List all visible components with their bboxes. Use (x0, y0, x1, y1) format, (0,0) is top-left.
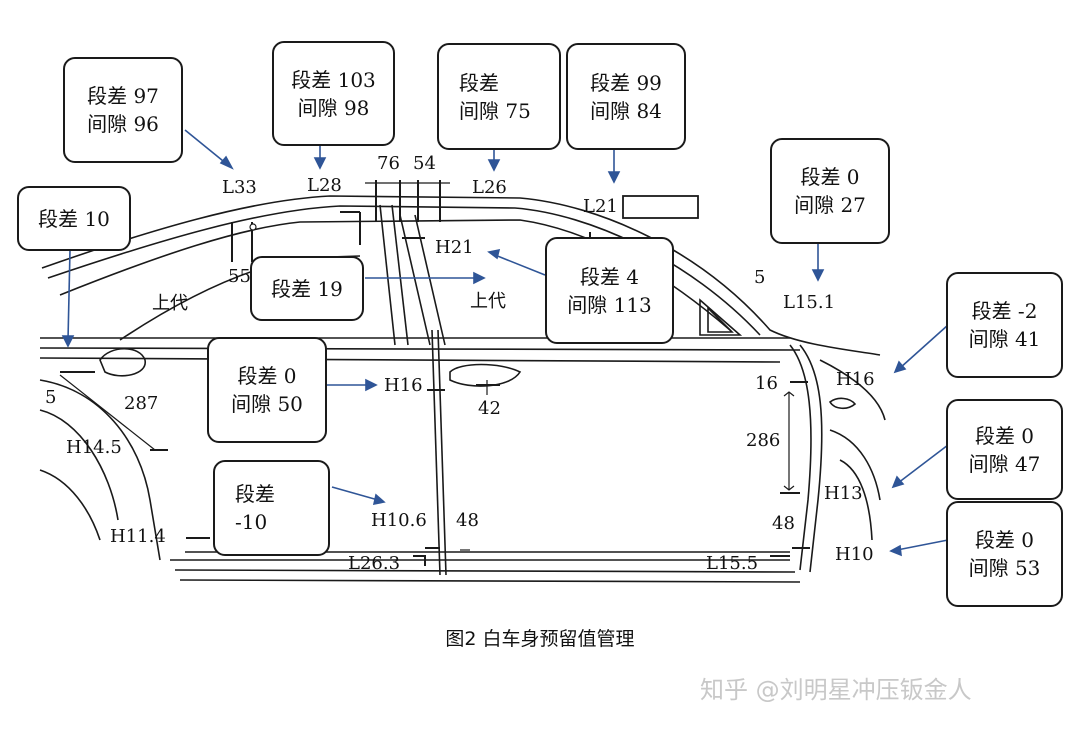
callout-box-gap47: 段差 0 间隙 47 (946, 399, 1063, 500)
callout-line2: 间隙 113 (567, 292, 652, 317)
label-shangdai-left: 上代 (152, 293, 188, 314)
callout-line2: 间隙 98 (297, 95, 370, 120)
callout-box-gap41: 段差 -2 间隙 41 (946, 272, 1063, 378)
callout-box-step-10: 段差 -10 (213, 460, 330, 556)
callout-line1: 段差 10 (38, 206, 110, 231)
callout-line2: 间隙 47 (968, 451, 1041, 476)
callout-box-step19: 段差 19 (250, 256, 364, 321)
callout-line1: 段差 (459, 70, 499, 95)
callout-line2: 间隙 75 (459, 98, 531, 123)
label-h10: H10 (835, 544, 874, 565)
callout-line1: 段差 0 (974, 423, 1035, 448)
label-16: 16 (755, 373, 778, 394)
callout-line1: 段差 0 (800, 165, 860, 189)
callout-line1: 段差 103 (291, 67, 376, 92)
l33-point (249, 223, 257, 231)
label-h13: H13 (824, 483, 863, 504)
callout-line1: 段差 19 (271, 276, 343, 301)
label-55: 55 (228, 266, 251, 287)
callout-line1: 段差 0 (974, 528, 1035, 552)
callout-line2: 间隙 27 (794, 193, 866, 217)
label-shangdai-mid: 上代 (470, 291, 506, 312)
label-l33: L33 (222, 177, 257, 198)
label-l26-3: L26.3 (348, 553, 401, 574)
callout-line2: 间隙 41 (968, 327, 1041, 351)
label-48-right: 48 (772, 513, 795, 534)
callout-box-step10: 段差 10 (17, 186, 131, 251)
label-h14-5: H14.5 (66, 437, 122, 458)
callout-box-step97: 段差 97 间隙 96 (63, 57, 183, 163)
label-l15-5: L15.5 (706, 553, 759, 574)
dimension-marks (60, 180, 810, 566)
callout-line2: 间隙 84 (590, 98, 662, 123)
callout-box-step99: 段差 99 间隙 84 (566, 43, 686, 150)
callout-box-gap75: 段差 间隙 75 (437, 43, 561, 150)
label-287: 287 (124, 393, 159, 414)
label-h10-6: H10.6 (371, 510, 427, 531)
callout-line1: 段差 99 (590, 70, 662, 95)
label-5-left: 5 (45, 387, 57, 408)
callout-line2: 间隙 96 (87, 112, 159, 136)
callout-box-gap50: 段差 0 间隙 50 (207, 337, 327, 443)
callout-box-gap53: 段差 0 间隙 53 (946, 501, 1063, 607)
label-l28: L28 (307, 175, 342, 196)
callout-arrows (61, 129, 949, 557)
dimension-lines (59, 182, 795, 551)
car-outline (39, 195, 886, 583)
label-54: 54 (413, 153, 436, 174)
callout-line2: 间隙 50 (231, 392, 303, 416)
l21-box (622, 195, 699, 219)
label-h11-4: H11.4 (110, 526, 166, 547)
label-l26: L26 (472, 177, 507, 198)
label-286: 286 (746, 430, 781, 451)
callout-line2: -10 (235, 510, 268, 534)
figure-caption: 图2 白车身预留值管理 (445, 628, 635, 650)
callout-line2: 间隙 53 (968, 556, 1041, 580)
callout-line1: 段差 (235, 482, 275, 506)
watermark: 知乎 @刘明星冲压钣金人 (700, 676, 972, 704)
callout-line1: 段差 4 (579, 264, 640, 289)
callout-box-step103: 段差 103 间隙 98 (272, 41, 395, 146)
label-h16-mid: H16 (384, 375, 423, 396)
callout-box-gap113: 段差 4 间隙 113 (545, 237, 674, 344)
label-l15-1: L15.1 (783, 292, 836, 313)
label-5-top: 5 (754, 267, 766, 288)
label-l21: L21 (583, 196, 618, 217)
label-48-mid: 48 (456, 510, 479, 531)
callout-line1: 段差 -2 (971, 299, 1038, 323)
callout-line1: 段差 97 (87, 84, 159, 108)
label-76: 76 (377, 153, 400, 174)
callout-box-gap27: 段差 0 间隙 27 (770, 138, 890, 244)
label-h21: H21 (435, 237, 474, 258)
label-h16-right: H16 (836, 369, 875, 390)
callout-line1: 段差 0 (237, 364, 297, 388)
label-42: 42 (478, 398, 501, 419)
